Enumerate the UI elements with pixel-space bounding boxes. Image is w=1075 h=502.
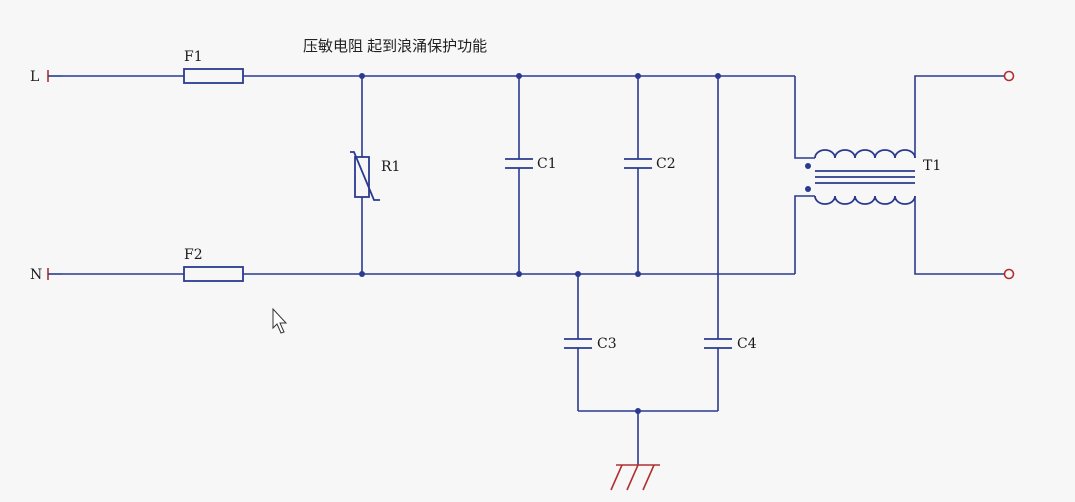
label-R1: R1 (381, 159, 400, 175)
common-mode-choke-T1 (794, 75, 1004, 275)
junction-dots (359, 73, 721, 414)
label-L: L (30, 69, 39, 85)
capacitor-C1 (505, 76, 533, 274)
output-terminal-bottom[interactable] (1003, 268, 1015, 280)
label-F2: F2 (184, 247, 203, 263)
mouse-cursor-icon (272, 307, 288, 334)
label-C3: C3 (597, 336, 617, 352)
capacitor-C2 (624, 76, 652, 274)
fuse-F2 (183, 266, 244, 282)
label-C2: C2 (656, 156, 676, 172)
terminal-L (47, 70, 62, 82)
label-N: N (30, 267, 42, 283)
varistor-R1 (350, 76, 380, 274)
label-F1: F1 (184, 49, 203, 65)
label-C1: C1 (537, 156, 557, 172)
fuse-F1 (183, 68, 244, 84)
output-terminal-top[interactable] (1003, 70, 1015, 82)
caption-text: 压敏电阻 起到浪涌保护功能 (303, 38, 487, 55)
capacitor-C4 (704, 76, 732, 411)
label-C4: C4 (737, 336, 757, 352)
ground-icon (610, 464, 660, 491)
terminal-N (47, 268, 62, 280)
capacitor-C3 (564, 274, 592, 411)
label-T1: T1 (923, 158, 941, 174)
ground-bus (578, 410, 718, 465)
